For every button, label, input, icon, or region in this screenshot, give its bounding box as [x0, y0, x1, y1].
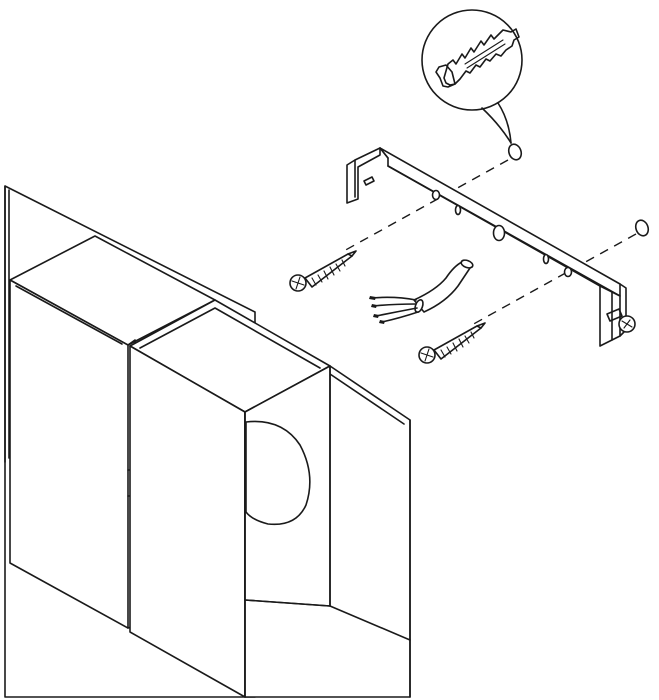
wall-plug-detail-callout	[421, 9, 523, 144]
enclosure-icon	[4, 185, 411, 698]
wood-screw-icon-lower	[418, 322, 486, 364]
wall-anchor-icon	[435, 28, 520, 88]
plug-hole-upper	[507, 143, 523, 161]
plug-hole-lower	[634, 219, 650, 237]
bracket-icon	[346, 147, 627, 347]
machine-screw-icon	[606, 308, 636, 333]
cable-icon	[369, 259, 474, 324]
wood-screw-icon-upper	[289, 250, 357, 292]
alignment-lines	[341, 159, 637, 327]
